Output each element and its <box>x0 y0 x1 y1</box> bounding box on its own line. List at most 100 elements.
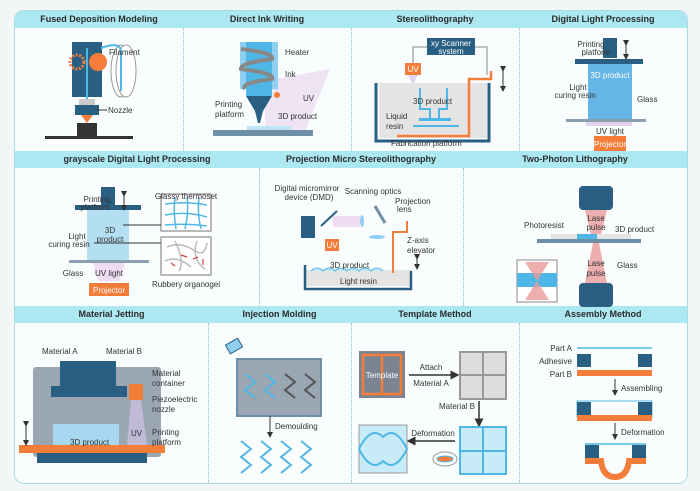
diagram-label: 3D product <box>590 71 630 80</box>
diagram-label: platform <box>81 203 110 212</box>
template-diagram: Template Attach Material A Material B De… <box>358 351 507 475</box>
panel-title-tpl: Two-Photon Lithography <box>522 154 628 164</box>
diagram-label: Part B <box>550 370 572 379</box>
uv-lamp <box>129 384 143 400</box>
diagram-label: nozzle <box>152 405 176 414</box>
diagram-label: pulse <box>586 269 606 278</box>
row2-header <box>15 151 687 168</box>
diagram-label: Piezoelectric <box>152 395 197 404</box>
panel-title-diw: Direct Ink Writing <box>229 14 305 24</box>
diagram-label: curing resin <box>554 91 595 100</box>
objective-top <box>579 186 613 210</box>
heater-coil <box>239 47 275 91</box>
glass <box>537 239 641 243</box>
divider <box>519 323 520 483</box>
diagram-label: product <box>97 235 124 244</box>
figure-frame: Fused Deposition Modeling Direct Ink Wri… <box>14 10 688 484</box>
roller <box>89 53 107 71</box>
panel-title-template: Template Method <box>398 309 472 319</box>
diagram-label: 3D product <box>413 97 453 106</box>
diagram-label: curing resin <box>48 240 89 249</box>
divider <box>259 168 260 306</box>
3d-product <box>588 64 632 119</box>
diagram-label: Part A <box>550 344 572 353</box>
label-printing: Printing <box>215 100 242 109</box>
divider <box>208 323 209 483</box>
diagram-label: elevator <box>407 246 436 255</box>
tpl-diagram: Photoresist Lase pulse 3D product Lase p… <box>516 186 655 307</box>
row3-header <box>15 306 687 323</box>
diagram-label: 3D product <box>615 225 655 234</box>
panel-title-dlp: Digital Light Processing <box>551 14 655 24</box>
diagram-label: Glassy thermoset <box>155 192 218 201</box>
diagram-label: Material A <box>413 379 449 388</box>
diagram-label: Digital micromirror <box>275 184 340 193</box>
divider <box>519 28 520 151</box>
diagram-label: UV light <box>95 269 124 278</box>
gdlp-diagram: Projector Printing platform 3D product L… <box>48 187 220 296</box>
diagram-label: Glass <box>637 95 657 104</box>
adhesive <box>577 354 591 367</box>
diagram-label: Adhesive <box>539 357 572 366</box>
3d-product <box>87 210 129 260</box>
diagram-label: platform <box>152 438 181 447</box>
nozzle <box>75 105 99 115</box>
printing-platform <box>213 130 313 136</box>
demoulded-part <box>239 440 313 474</box>
diagram-label: Lase <box>587 214 605 223</box>
diagram-label: xy Scanner <box>431 39 471 48</box>
diagram-label: 3D <box>105 226 115 235</box>
dlp-diagram: 3D product Projector Printing platform L… <box>554 38 657 151</box>
diagram-label: 3D product <box>330 261 370 270</box>
beaker <box>224 337 244 355</box>
diagram-label: UV <box>326 241 338 250</box>
diagram-label: UV light <box>596 127 625 136</box>
diagram-label: Deformation <box>621 428 665 437</box>
diagram-label: Template <box>366 371 399 380</box>
diagram-label: 3D product <box>70 438 110 447</box>
diagram-label: Projector <box>594 140 626 149</box>
panel-title-mj: Material Jetting <box>78 309 145 319</box>
sla-diagram: xy Scanner system UV 3D product Liquid r… <box>374 38 506 148</box>
diagram-label: Printing <box>152 428 179 437</box>
objective-bottom <box>579 283 613 307</box>
diagram-label: Photoresist <box>524 221 565 230</box>
diagram-label: Light <box>68 232 86 241</box>
3d-product <box>53 424 119 445</box>
build-plate <box>77 123 97 137</box>
assembly-diagram: Part A Adhesive Part B Assembling Deform… <box>539 344 665 481</box>
label-nozzle: Nozzle <box>108 106 133 115</box>
diagram-label: Liquid <box>386 112 407 121</box>
diagram-label: Rubbery organogel <box>152 280 220 289</box>
diagram-canvas: Filament Nozzle Heater Ink UV Printing p… <box>19 38 665 481</box>
diagram-label: Material <box>152 369 181 378</box>
diagram-label: UV <box>131 429 143 438</box>
scanner-box <box>427 38 475 55</box>
diagram-label: Printing <box>577 40 604 49</box>
glass <box>566 119 646 122</box>
diagram-label: Light <box>569 83 587 92</box>
panel-title-assembly: Assembly Method <box>564 309 642 319</box>
diagram-label: Assembling <box>621 384 662 393</box>
diagram-label: Printing <box>83 195 110 204</box>
diagram-label: UV <box>407 65 419 74</box>
diagram-label: container <box>152 379 185 388</box>
diagram-label: Demoulding <box>275 422 318 431</box>
uv-source <box>405 63 421 75</box>
label-platform: platform <box>215 110 244 119</box>
panel-title-pmsl: Projection Micro Stereolithography <box>285 154 437 164</box>
divider <box>183 28 184 151</box>
diagram-label: Material B <box>439 402 475 411</box>
label-3d-product: 3D product <box>278 112 318 121</box>
label-heater: Heater <box>285 48 309 57</box>
panel-title-im: Injection Molding <box>242 309 317 319</box>
pmsl-diagram: UV Digital micromirror device (DMD) Scan… <box>275 184 436 291</box>
diagram-label: pulse <box>586 223 606 232</box>
diagram-label: lens <box>397 205 412 214</box>
im-diagram: Demoulding <box>224 337 322 474</box>
rubbery-network <box>160 236 212 276</box>
row1-header <box>15 11 687 28</box>
divider <box>351 28 352 151</box>
diagram-label: Fabrication platform <box>391 139 462 148</box>
divider <box>351 323 352 483</box>
